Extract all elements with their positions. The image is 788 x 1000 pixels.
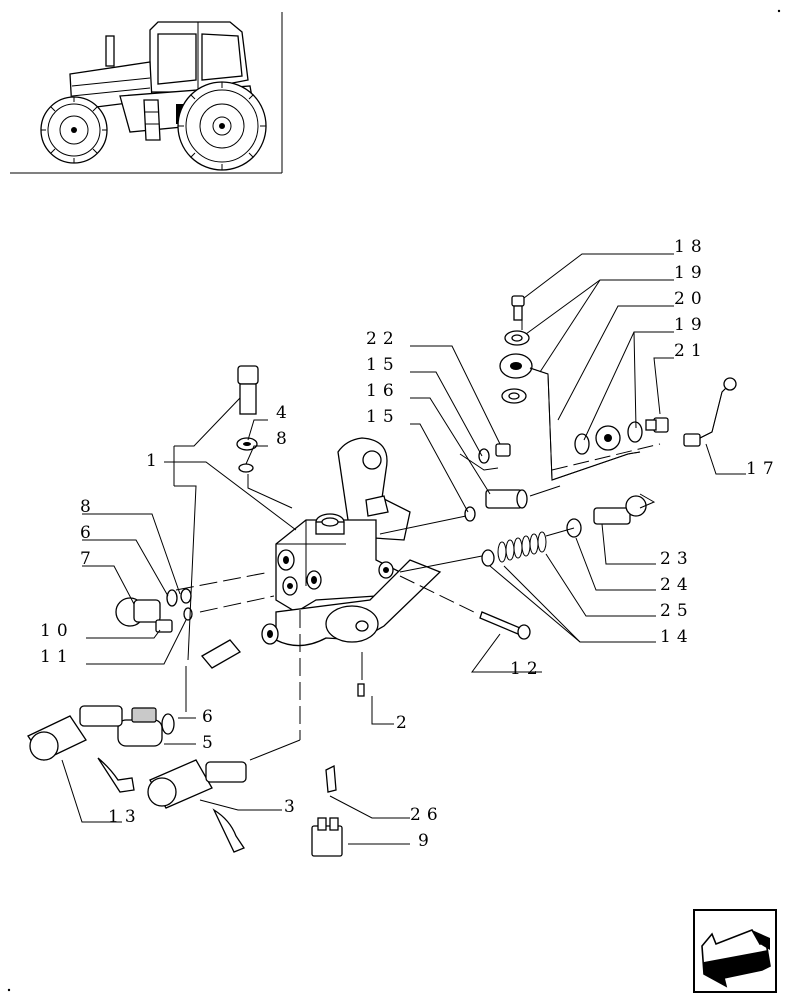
callout-25: 25 <box>660 601 694 621</box>
part-20-pipe-assembly <box>499 353 641 481</box>
part-3-solenoid <box>147 759 247 853</box>
callout-26: 26 <box>410 805 444 825</box>
part-19-washers <box>501 330 530 404</box>
callout-12: 12 <box>510 659 544 679</box>
corner-dot <box>7 988 11 992</box>
callout-21: 21 <box>674 341 708 361</box>
callout-19: 19 <box>674 315 708 335</box>
callout-6: 6 <box>202 707 219 727</box>
leader-lines <box>61 253 746 845</box>
part-13-solenoid <box>27 705 135 793</box>
previous-page-arrow-button[interactable] <box>693 909 777 993</box>
callout-9: 9 <box>418 831 435 851</box>
callout-10: 10 <box>40 621 74 641</box>
valve-housing <box>261 437 442 647</box>
part-12-bolt <box>479 611 531 640</box>
callout-16: 16 <box>366 381 400 401</box>
callout-5: 5 <box>202 733 219 753</box>
callout-17: 17 <box>746 459 780 479</box>
part-10-11-small-plug <box>155 607 193 633</box>
callout-4: 4 <box>276 403 293 423</box>
part-22-15-16-fittings <box>464 443 528 522</box>
callout-6: 6 <box>80 523 97 543</box>
callout-14: 14 <box>660 627 694 647</box>
part-pin <box>201 639 241 669</box>
part-26-9-connector <box>311 764 343 857</box>
part-5-6-sensor <box>117 707 175 747</box>
callout-18: 18 <box>674 237 708 257</box>
callout-1: 1 <box>146 451 163 471</box>
callout-22: 22 <box>366 329 400 349</box>
part-19-21-washers-bolt <box>574 417 669 455</box>
callout-15: 15 <box>366 407 400 427</box>
assembly-lines <box>175 310 661 761</box>
callout-13: 13 <box>108 807 142 827</box>
callout-7: 7 <box>80 549 97 569</box>
part-4-8-stem-stack <box>236 365 259 473</box>
callout-19: 19 <box>674 263 708 283</box>
callout-8: 8 <box>276 429 293 449</box>
callout-24: 24 <box>660 575 694 595</box>
callout-labels: 18 19 20 19 21 22 15 16 15 4 8 1 17 8 6 … <box>40 237 780 851</box>
corner-dot <box>777 9 781 13</box>
arrow-left-icon <box>704 950 770 986</box>
callout-23: 23 <box>660 549 694 569</box>
callout-2: 2 <box>396 713 413 733</box>
callout-11: 11 <box>40 647 74 667</box>
tractor-location-thumbnail <box>10 12 283 174</box>
part-17-pipe <box>683 377 737 447</box>
part-7-6-8-plug <box>115 588 192 627</box>
callout-20: 20 <box>674 289 708 309</box>
callout-8: 8 <box>80 497 97 517</box>
callout-3: 3 <box>284 797 301 817</box>
callout-15: 15 <box>366 355 400 375</box>
part-2-dowel <box>357 683 365 697</box>
